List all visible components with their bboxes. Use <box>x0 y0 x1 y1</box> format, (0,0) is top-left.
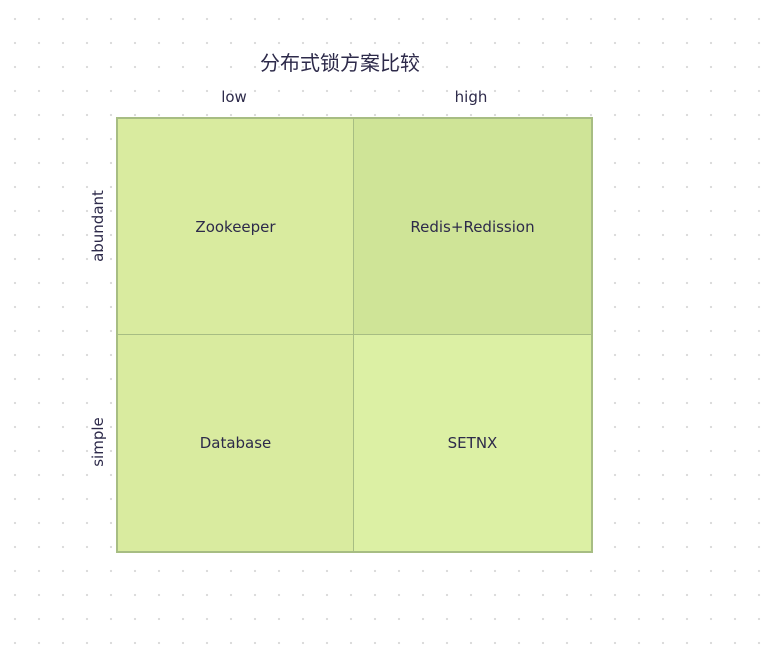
y-axis-label-simple: simple <box>89 417 107 467</box>
quadrant-top-right: Redis+Redission <box>354 119 591 335</box>
quadrant-bottom-left: Database <box>118 335 354 551</box>
y-axis-label-abundant: abundant <box>89 190 107 262</box>
quadrant-label-database: Database <box>199 434 272 452</box>
quadrant-label-redis-redission: Redis+Redission <box>410 217 535 236</box>
quadrant-top-left: Zookeeper <box>118 119 354 335</box>
quadrant-grid: Zookeeper Redis+Redission Database SETNX <box>116 117 593 553</box>
x-axis-label-high: high <box>454 88 488 106</box>
quadrant-bottom-right: SETNX <box>354 335 591 551</box>
quadrant-label-zookeeper: Zookeeper <box>195 217 276 236</box>
x-axis-label-low: low <box>221 88 247 106</box>
quadrant-label-setnx: SETNX <box>447 434 498 452</box>
chart-title: 分布式锁方案比较 <box>260 51 420 75</box>
